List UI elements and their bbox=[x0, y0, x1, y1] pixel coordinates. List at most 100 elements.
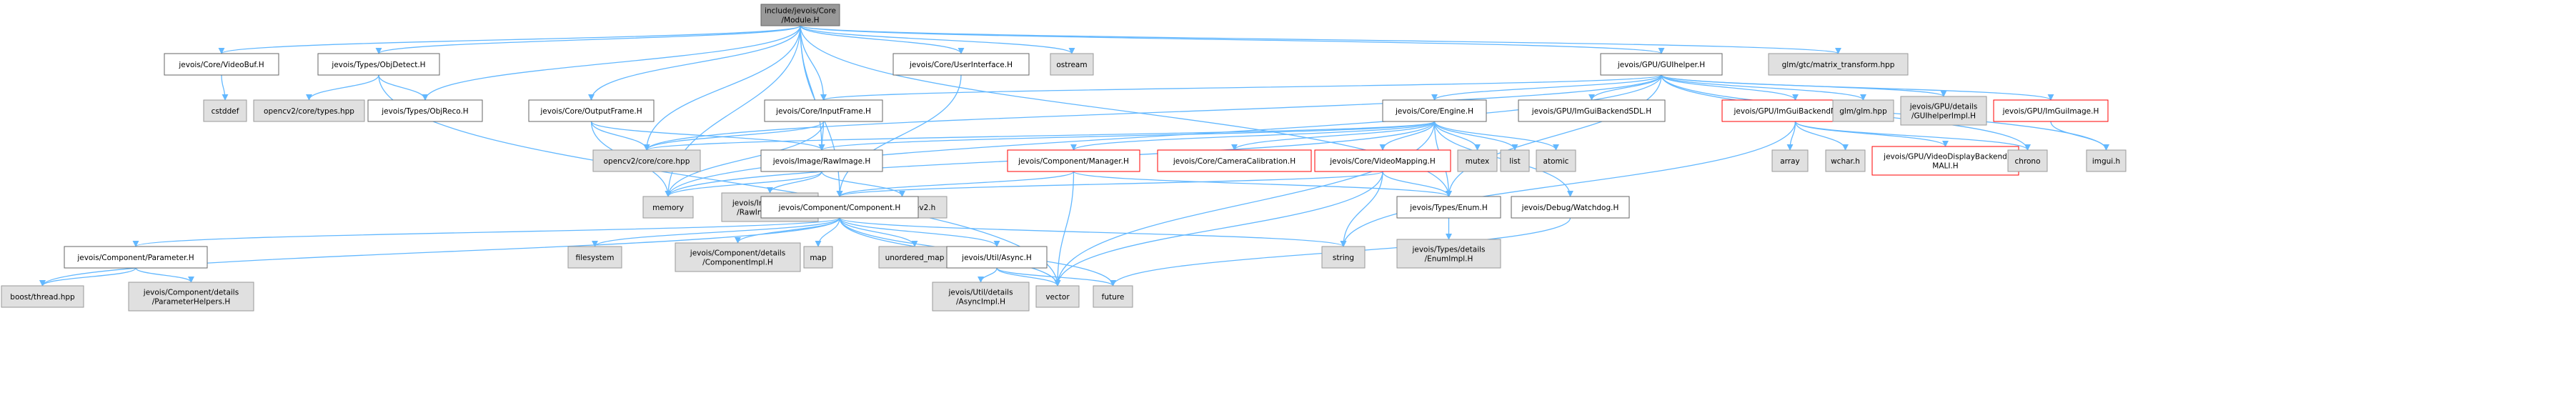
edge-engine-to-manager bbox=[1070, 121, 1436, 151]
node-label: jevois/Image/RawImage.H bbox=[772, 157, 871, 166]
node-box bbox=[1511, 196, 1630, 219]
edge-videobuf-to-cstddef bbox=[221, 74, 229, 101]
node-glm[interactable]: glm/glm.hpp bbox=[1832, 99, 1894, 122]
node-ostream[interactable]: ostream bbox=[1050, 53, 1094, 76]
edge-videomapping-to-vector bbox=[1054, 171, 1383, 287]
node-box bbox=[164, 53, 279, 76]
node-label: jevois/Types/ObjDetect.H bbox=[331, 61, 425, 69]
node-vector[interactable]: vector bbox=[1035, 285, 1080, 308]
edge-imguiimage-to-imgui bbox=[2050, 121, 2110, 151]
node-label: list bbox=[1509, 157, 1520, 166]
node-atomic[interactable]: atomic bbox=[1536, 149, 1576, 172]
node-mutex[interactable]: mutex bbox=[1457, 149, 1498, 172]
edge-engine-to-rawimage bbox=[818, 121, 1436, 151]
node-imguisdl[interactable]: jevois/GPU/ImGuiBackendSDL.H bbox=[1518, 99, 1666, 122]
node-guihelperimpl[interactable]: jevois/GPU/details/GUIhelperImpl.H bbox=[1900, 96, 1987, 126]
node-videomapping[interactable]: jevois/Core/VideoMapping.H bbox=[1314, 149, 1451, 172]
node-imguimali[interactable]: jevois/GPU/ImGuiBackendMALI.H bbox=[1721, 99, 1869, 122]
node-cvtypes[interactable]: opencv2/core/types.hpp bbox=[253, 99, 365, 122]
edge-inputframe-to-cvcore bbox=[643, 121, 825, 151]
edge-objdetect-to-cvtypes bbox=[305, 74, 379, 101]
node-async[interactable]: jevois/Util/Async.H bbox=[946, 246, 1048, 269]
edge-guihelper-to-enum bbox=[1445, 74, 1662, 197]
node-imguiimage[interactable]: jevois/GPU/ImGuiImage.H bbox=[1993, 99, 2109, 122]
node-boostthread[interactable]: boost/thread.hpp bbox=[1, 285, 84, 308]
node-objreco[interactable]: jevois/Types/ObjReco.H bbox=[367, 99, 483, 122]
node-filesystem[interactable]: filesystem bbox=[567, 246, 622, 269]
node-wchar[interactable]: wchar.h bbox=[1825, 149, 1866, 172]
node-label: jevois/Types/Enum.H bbox=[1409, 204, 1487, 212]
edge-parameter-to-boostthread bbox=[39, 267, 136, 287]
node-label: boost/thread.hpp bbox=[10, 293, 75, 302]
node-label: opencv2/core/core.hpp bbox=[604, 157, 690, 166]
edge-component-to-map bbox=[815, 217, 840, 247]
node-list[interactable]: list bbox=[1500, 149, 1530, 172]
node-box bbox=[1321, 246, 1366, 269]
edge-module-to-userinterface bbox=[800, 25, 965, 54]
edge-manager-to-component bbox=[836, 171, 1075, 197]
node-box bbox=[2007, 149, 2048, 172]
node-box bbox=[1900, 96, 1987, 126]
node-componentimpl[interactable]: jevois/Component/details/ComponentImpl.H bbox=[675, 242, 801, 272]
node-component[interactable]: jevois/Component/Component.H bbox=[760, 196, 919, 219]
node-inputframe[interactable]: jevois/Core/InputFrame.H bbox=[764, 99, 883, 122]
edge-videomapping-to-string bbox=[1340, 171, 1383, 247]
node-box bbox=[1500, 149, 1530, 172]
node-label: jevois/Core/CameraCalibration.H bbox=[1173, 157, 1296, 166]
node-guihelper[interactable]: jevois/GPU/GUIhelper.H bbox=[1600, 53, 1723, 76]
node-userinterface[interactable]: jevois/Core/UserInterface.H bbox=[892, 53, 1030, 76]
node-glmtransform[interactable]: glm/gtc/matrix_transform.hpp bbox=[1768, 53, 1909, 76]
node-box bbox=[892, 53, 1030, 76]
node-cvcore[interactable]: opencv2/core/core.hpp bbox=[592, 149, 701, 172]
edge-guihelper-to-cvcore bbox=[643, 74, 1662, 151]
edge-guihelper-to-imguiimage bbox=[1661, 74, 2054, 101]
node-objdetect[interactable]: jevois/Types/ObjDetect.H bbox=[317, 53, 440, 76]
node-asyncimpl[interactable]: jevois/Util/details/AsyncImpl.H bbox=[932, 282, 1030, 312]
node-cameracal[interactable]: jevois/Core/CameraCalibration.H bbox=[1157, 149, 1312, 172]
node-string[interactable]: string bbox=[1321, 246, 1366, 269]
edge-guihelper-to-glm bbox=[1661, 74, 1866, 101]
edge-manager-to-vector bbox=[1054, 171, 1075, 287]
node-outputframe[interactable]: jevois/Core/OutputFrame.H bbox=[528, 99, 655, 122]
edge-engine-to-cvcore bbox=[643, 121, 1436, 151]
node-label: array bbox=[1780, 157, 1800, 166]
node-map[interactable]: map bbox=[803, 246, 833, 269]
node-label: jevois/Util/Async.H bbox=[961, 254, 1032, 262]
node-parameter[interactable]: jevois/Component/Parameter.H bbox=[64, 246, 208, 269]
node-box bbox=[1050, 53, 1094, 76]
edge-component-to-boostthread bbox=[39, 217, 840, 287]
edge-module-to-objdetect bbox=[375, 25, 801, 54]
edge-module-to-guihelper bbox=[800, 25, 1665, 54]
node-manager[interactable]: jevois/Component/Manager.H bbox=[1007, 149, 1140, 172]
node-videobuf[interactable]: jevois/Core/VideoBuf.H bbox=[164, 53, 279, 76]
node-label: jevois/GPU/VideoDisplayBackend bbox=[1883, 153, 2007, 161]
node-paramhelpers[interactable]: jevois/Component/details/ParameterHelper… bbox=[128, 282, 254, 312]
node-imgui[interactable]: imgui.h bbox=[2086, 149, 2127, 172]
node-box bbox=[64, 246, 208, 269]
edge-videomapping-to-component bbox=[836, 171, 1383, 197]
node-enum[interactable]: jevois/Types/Enum.H bbox=[1396, 196, 1501, 219]
node-chrono[interactable]: chrono bbox=[2007, 149, 2048, 172]
node-cstddef[interactable]: cstddef bbox=[203, 99, 247, 122]
node-box bbox=[760, 196, 919, 219]
node-unorderedmap[interactable]: unordered_map bbox=[878, 246, 951, 269]
node-enumimpl[interactable]: jevois/Types/details/EnumImpl.H bbox=[1396, 239, 1501, 269]
edge-component-to-filesystem bbox=[592, 217, 840, 247]
node-future[interactable]: future bbox=[1093, 285, 1133, 308]
node-box bbox=[367, 99, 483, 122]
node-memory[interactable]: memory bbox=[642, 196, 694, 219]
node-label: jevois/Core/Engine.H bbox=[1395, 107, 1473, 116]
edge-module-to-objreco bbox=[422, 25, 801, 101]
edge-component-to-string bbox=[839, 217, 1347, 247]
node-box bbox=[1314, 149, 1451, 172]
node-array[interactable]: array bbox=[1771, 149, 1809, 172]
edge-engine-to-videomapping bbox=[1379, 121, 1436, 151]
node-box bbox=[1825, 149, 1866, 172]
node-watchdog[interactable]: jevois/Debug/Watchdog.H bbox=[1511, 196, 1630, 219]
node-module[interactable]: include/jevois/Core/Module.H bbox=[760, 4, 840, 26]
edge-userinterface-to-component bbox=[836, 74, 962, 197]
node-box bbox=[760, 4, 840, 26]
node-engine[interactable]: jevois/Core/Engine.H bbox=[1382, 99, 1487, 122]
node-rawimage[interactable]: jevois/Image/RawImage.H bbox=[760, 149, 883, 172]
